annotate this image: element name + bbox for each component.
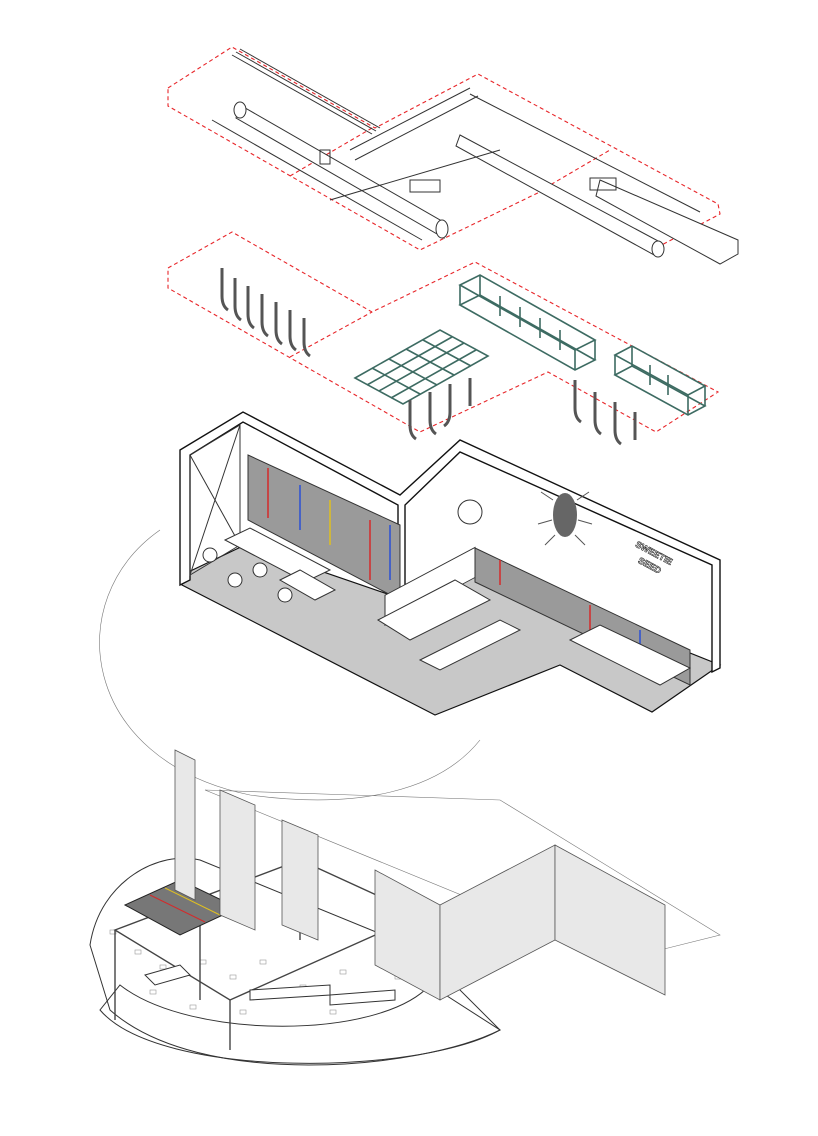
suspended-grid-2 xyxy=(458,274,597,371)
round-window xyxy=(457,499,483,525)
layer-lighting-and-grids xyxy=(167,231,720,446)
pendant-lights-left xyxy=(220,268,311,358)
ceiling-outline xyxy=(167,46,721,251)
bug-mural xyxy=(537,491,593,546)
suspended-grid-1 xyxy=(353,329,490,405)
suspended-grid-3 xyxy=(613,345,707,416)
furniture xyxy=(202,527,692,686)
layer-ceiling-services xyxy=(167,46,739,265)
layer-facade-terrace xyxy=(89,749,721,1066)
lighting-outline xyxy=(167,231,720,433)
ducts xyxy=(211,48,739,265)
terrace-arc-outline xyxy=(99,529,481,801)
wall-shelving-left xyxy=(247,454,401,601)
pendant-lights-right xyxy=(408,378,637,446)
terrace-benches xyxy=(144,964,396,1006)
slatted-facade xyxy=(174,749,666,1001)
